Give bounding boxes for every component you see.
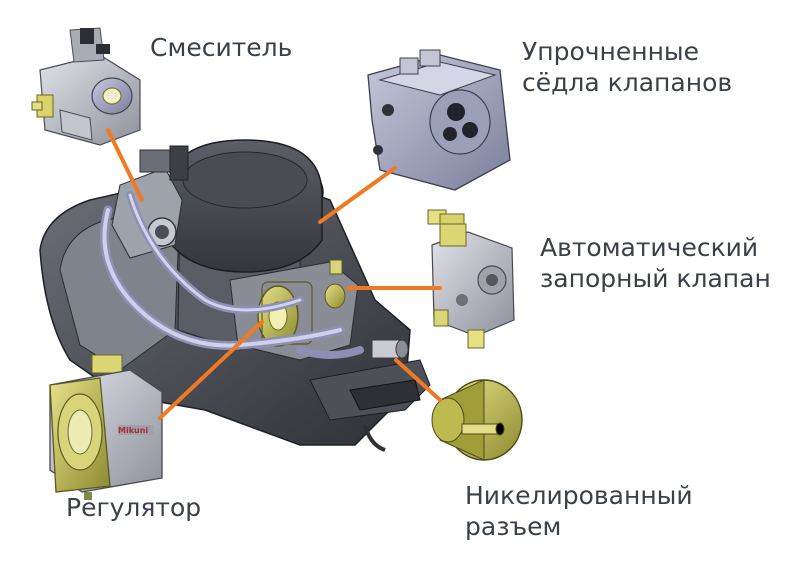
leader-line-regulator <box>158 320 264 420</box>
regulator-label: Регулятор <box>66 492 201 523</box>
regulator-part: Mikuni <box>49 354 163 500</box>
mixer-label: Смеситель <box>150 32 292 63</box>
connector-label: Никелированный разъем <box>465 480 693 542</box>
leader-line-connector <box>394 358 442 402</box>
shutoff-valve-label-line1: Автоматический <box>540 233 759 262</box>
valve-seats-label-line2: сёдла клапанов <box>522 68 733 97</box>
regulator-label-text: Регулятор <box>66 493 202 522</box>
connector-label-line1: Никелированный <box>465 481 693 510</box>
leader-line-mixer <box>106 128 144 202</box>
connector-label-line2: разъем <box>465 512 562 541</box>
valve-seats-label: Упрочненные сёдла клапанов <box>522 36 732 98</box>
valve-seats-part <box>367 49 511 191</box>
connector-part <box>431 379 523 461</box>
mixer-label-text: Смеситель <box>150 33 293 62</box>
shutoff-valve-label-line2: запорный клапан <box>540 264 771 293</box>
valve-seats-label-line1: Упрочненные <box>522 37 700 66</box>
leader-line-seats <box>318 166 397 224</box>
shutoff-valve-label: Автоматический запорный клапан <box>540 232 771 294</box>
mixer-part <box>31 27 141 146</box>
shutoff-valve-part <box>427 209 515 349</box>
svg-text:Mikuni: Mikuni <box>118 426 148 435</box>
leader-lines <box>106 128 442 420</box>
